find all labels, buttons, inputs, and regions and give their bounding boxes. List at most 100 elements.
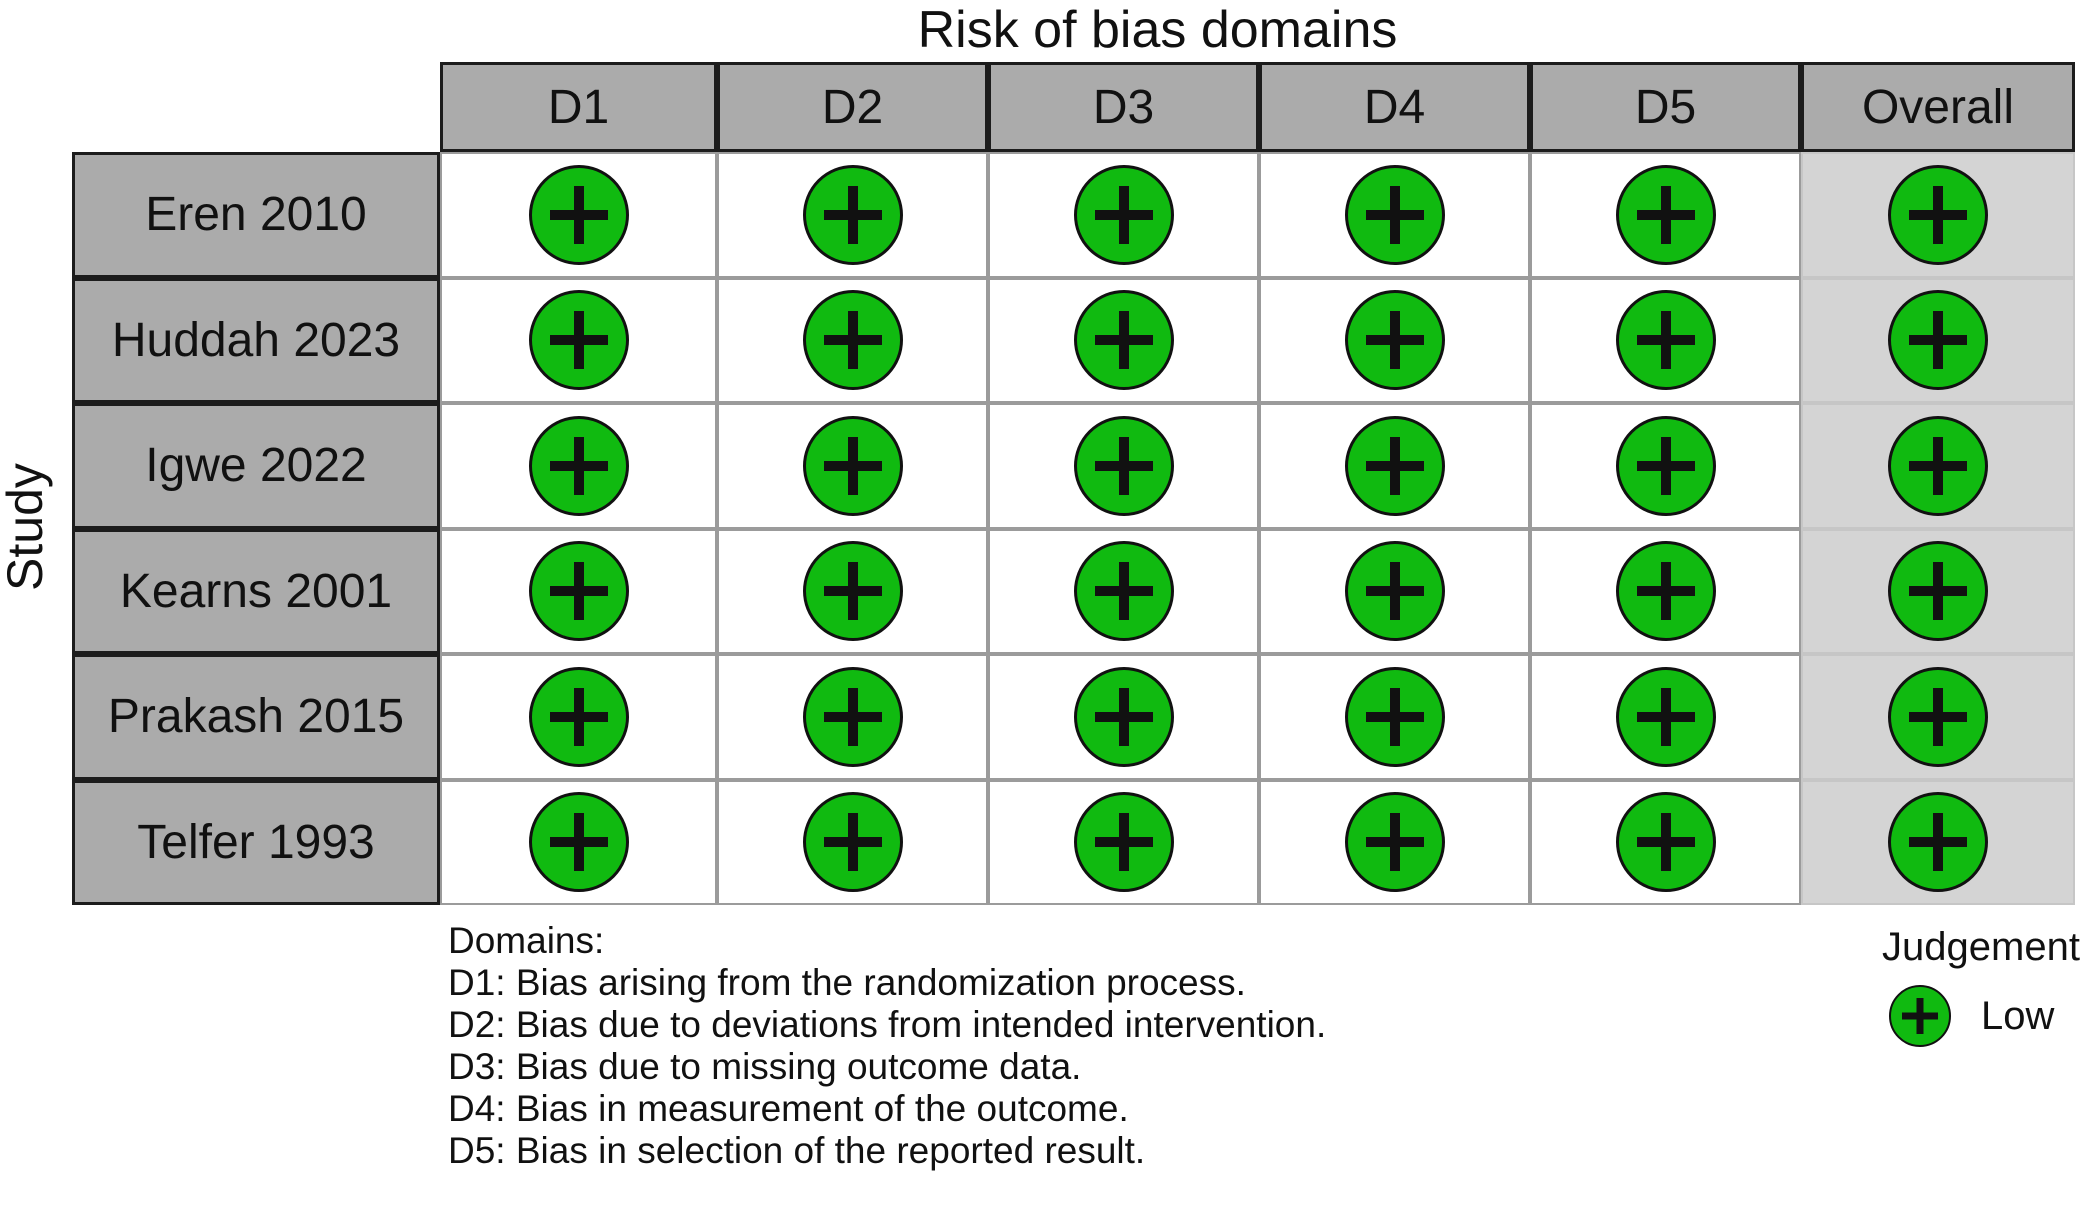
low-risk-icon: [1073, 541, 1174, 642]
figure-title: Risk of bias domains: [917, 1, 1398, 59]
judgement-cell: [988, 152, 1259, 278]
judgement-cell: [717, 654, 988, 780]
low-risk-icon: [1344, 541, 1445, 642]
column-header-d4: D4: [1259, 62, 1530, 152]
low-risk-icon: [802, 164, 903, 265]
judgement-cell: [440, 152, 717, 278]
judgement-cell: [1259, 779, 1530, 905]
judgement-cell: [1530, 654, 1801, 780]
low-risk-icon: [802, 792, 903, 893]
judgement-cell: [988, 528, 1259, 654]
low-risk-icon: [528, 666, 629, 767]
low-risk-icon: [1344, 164, 1445, 265]
low-risk-icon: [1344, 792, 1445, 893]
domains-footnote: Domains: D1: Bias arising from the rando…: [448, 920, 1326, 1172]
low-risk-icon: [1073, 415, 1174, 516]
study-label: Prakash 2015: [72, 654, 440, 780]
judgement-cell: [1259, 654, 1530, 780]
judgement-cell: [1801, 654, 2075, 780]
low-risk-icon: [1344, 666, 1445, 767]
judgement-cell: [1259, 528, 1530, 654]
judgement-cell: [440, 654, 717, 780]
low-risk-icon: [1889, 985, 1951, 1047]
column-header-d3: D3: [988, 62, 1259, 152]
judgement-cell: [717, 528, 988, 654]
judgement-cell: [988, 403, 1259, 529]
judgement-cell: [988, 277, 1259, 403]
judgement-cell: [1259, 152, 1530, 278]
study-label: Kearns 2001: [72, 528, 440, 654]
judgement-cell: [440, 779, 717, 905]
low-risk-icon: [1073, 666, 1174, 767]
low-risk-icon: [528, 415, 629, 516]
low-risk-icon: [1344, 290, 1445, 391]
judgement-cell: [1259, 277, 1530, 403]
judgement-cell: [1259, 403, 1530, 529]
study-label: Eren 2010: [72, 152, 440, 278]
low-risk-icon: [802, 290, 903, 391]
table-corner-spacer: [72, 62, 440, 152]
judgement-cell: [440, 277, 717, 403]
judgement-cell: [1801, 779, 2075, 905]
judgement-cell: [717, 152, 988, 278]
low-risk-icon: [1615, 415, 1716, 516]
low-risk-icon: [1888, 290, 1988, 391]
legend-item-low: Low: [1875, 985, 2087, 1047]
judgement-cell: [1801, 528, 2075, 654]
legend-title: Judgement: [1882, 925, 2080, 969]
domain-definition: D1: Bias arising from the randomization …: [448, 962, 1246, 1003]
low-risk-icon: [1888, 541, 1988, 642]
judgement-cell: [717, 403, 988, 529]
judgement-cell: [440, 528, 717, 654]
judgement-cell: [1530, 152, 1801, 278]
low-risk-icon: [1615, 666, 1716, 767]
domain-definition: D2: Bias due to deviations from intended…: [448, 1004, 1327, 1045]
low-risk-icon: [528, 164, 629, 265]
judgement-cell: [717, 779, 988, 905]
domain-definitions: D1: Bias arising from the randomization …: [448, 962, 1326, 1172]
low-risk-icon: [1888, 666, 1988, 767]
judgement-cell: [717, 277, 988, 403]
judgement-cell: [440, 403, 717, 529]
low-risk-icon: [1615, 792, 1716, 893]
judgement-cell: [988, 779, 1259, 905]
low-risk-icon: [1615, 541, 1716, 642]
legend-item-label: Low: [1981, 993, 2055, 1038]
judgement-cell: [1530, 528, 1801, 654]
judgement-cell: [1530, 277, 1801, 403]
low-risk-icon: [1344, 415, 1445, 516]
column-header-d1: D1: [440, 62, 717, 152]
domains-heading: Domains:: [448, 920, 605, 961]
study-label: Igwe 2022: [72, 403, 440, 529]
low-risk-icon: [528, 541, 629, 642]
low-risk-icon: [1073, 792, 1174, 893]
low-risk-icon: [802, 415, 903, 516]
domain-definition: D3: Bias due to missing outcome data.: [448, 1046, 1082, 1087]
low-risk-icon: [802, 541, 903, 642]
low-risk-icon: [528, 792, 629, 893]
study-label: Telfer 1993: [72, 779, 440, 905]
low-risk-icon: [802, 666, 903, 767]
judgement-cell: [1801, 152, 2075, 278]
low-risk-icon: [1888, 164, 1988, 265]
domain-definition: D4: Bias in measurement of the outcome.: [448, 1088, 1129, 1129]
low-risk-icon: [1615, 290, 1716, 391]
judgement-cell: [1801, 277, 2075, 403]
judgement-cell: [1530, 779, 1801, 905]
judgement-cell: [1530, 403, 1801, 529]
study-label: Huddah 2023: [72, 277, 440, 403]
low-risk-icon: [1888, 415, 1988, 516]
column-header-d5: D5: [1530, 62, 1801, 152]
judgement-legend: Judgement Low: [1875, 925, 2087, 1047]
judgement-cell: [1801, 403, 2075, 529]
low-risk-icon: [1073, 290, 1174, 391]
column-header-d2: D2: [717, 62, 988, 152]
study-axis-label: Study: [0, 463, 53, 591]
judgement-cell: [988, 654, 1259, 780]
low-risk-icon: [1615, 164, 1716, 265]
column-header-overall: Overall: [1801, 62, 2075, 152]
domain-definition: D5: Bias in selection of the reported re…: [448, 1130, 1146, 1171]
low-risk-icon: [1073, 164, 1174, 265]
